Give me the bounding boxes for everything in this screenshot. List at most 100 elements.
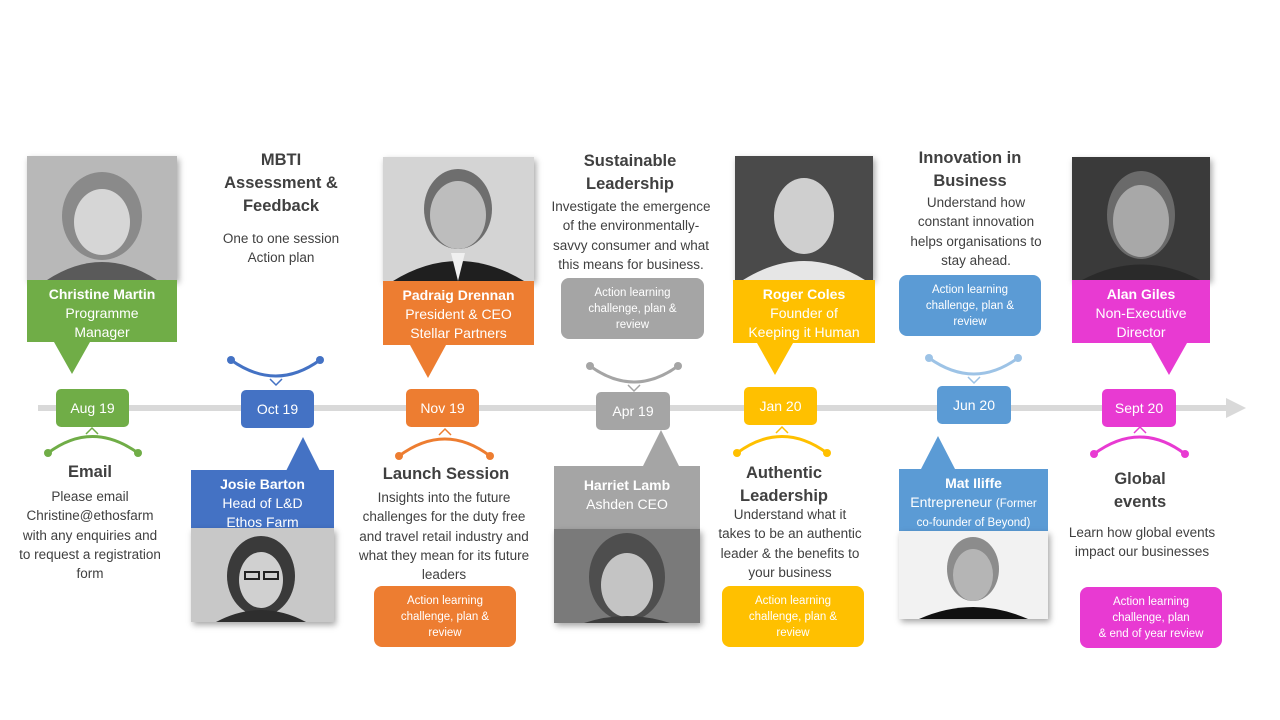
desc-line: constant innovation (917, 214, 1035, 230)
speaker-role-line: co-founder of Beyond) (916, 517, 1031, 529)
callout-pointer (286, 437, 320, 471)
event-title-authentic-leadership: Authentic Leadership (704, 462, 864, 508)
pill-line: challenge, plan & (588, 302, 677, 315)
desc-line: stay ahead. (941, 252, 1011, 268)
connector-dot-oct-left (227, 356, 235, 364)
speaker-name: Christine Martin (48, 286, 156, 302)
callout-pointer (54, 342, 90, 374)
speaker-role-line: Head of L&D (222, 495, 303, 511)
pill-line: review (615, 318, 650, 331)
speaker-role-line: Ethos Farm (226, 514, 299, 530)
speaker-role-line: Ashden CEO (586, 496, 668, 512)
connector-dot-nov-left (395, 452, 403, 460)
speaker-role-line: Director (1116, 324, 1166, 340)
speaker-name: Mat Iliffe (945, 475, 1002, 491)
connector-notch-jun (967, 376, 981, 385)
speaker-role-line: President & CEO (405, 306, 512, 322)
speaker-tag-roger-coles: Roger Coles Founder of Keeping it Human (733, 280, 875, 343)
connector-dot-apr-right (674, 362, 682, 370)
connector-notch-oct (269, 378, 283, 387)
portrait-roger-coles (735, 156, 873, 280)
connector-arc-jun (928, 356, 1019, 376)
connector-arc-apr (589, 364, 679, 384)
connector-dot-jun-right (1014, 354, 1022, 362)
pill-line: Action learning (754, 594, 832, 607)
connector-notch-jan (775, 425, 789, 434)
event-title-launch-session: Launch Session (382, 465, 510, 483)
connector-arc-nov (398, 437, 491, 458)
action-learning-pill-nov: Action learning challenge, plan & review (374, 586, 516, 647)
pill-line: challenge, plan & (748, 610, 838, 623)
event-title-sustainable-leadership: Sustainable Leadership (550, 150, 710, 196)
title-line: events (1113, 493, 1167, 511)
connector-notch-apr (627, 384, 641, 393)
speaker-role-text: Entrepreneur (910, 494, 992, 510)
pill-line: Action learning (406, 594, 484, 607)
speaker-role-line: Founder of (770, 305, 838, 321)
desc-line: this means for business. (558, 256, 704, 272)
pill-line: Action learning (594, 286, 671, 299)
event-desc-global-events: Learn how global events impact our busin… (1047, 523, 1237, 562)
connector-arc-oct (230, 358, 321, 378)
connector-dot-jun-left (925, 354, 933, 362)
connector-dot-aug-left (44, 449, 52, 457)
connector-dot-jan-left (733, 449, 741, 457)
desc-line: challenges for the duty free (362, 509, 526, 525)
date-jan-20: Jan 20 (744, 387, 817, 425)
desc-line: Understand how (926, 195, 1026, 210)
desc-line: Understand what it (733, 507, 847, 522)
event-desc-mbti: One to one session Action plan (201, 229, 361, 268)
desc-line: form (76, 566, 104, 582)
connector-notch-aug (85, 426, 99, 435)
desc-line: helps organisations to (910, 233, 1042, 249)
callout-pointer (921, 436, 955, 469)
timeline-arrowhead (1226, 398, 1246, 418)
desc-line: One to one session (222, 231, 340, 246)
title-line: Assessment & (224, 174, 338, 192)
speaker-name: Alan Giles (1106, 286, 1176, 302)
speaker-tag-padraig-drennan: Padraig Drennan President & CEO Stellar … (383, 281, 534, 345)
date-apr-19: Apr 19 (596, 392, 670, 430)
connector-arc-sept (1093, 435, 1186, 456)
speaker-tag-harriet-lamb: Harriet Lamb Ashden CEO (554, 466, 700, 529)
title-line: Authentic (745, 464, 823, 482)
callout-pointer (1151, 343, 1187, 375)
pill-line: challenge, plan & (925, 299, 1015, 312)
event-title-global-events: Global events (1070, 468, 1210, 514)
event-desc-sustainable-leadership: Investigate the emergence of the environ… (536, 197, 726, 274)
speaker-tag-christine-martin: Christine Martin Programme Manager (27, 280, 177, 342)
portrait-christine-martin (27, 156, 177, 280)
portrait-alan-giles (1072, 157, 1210, 280)
desc-line: your business (748, 564, 832, 580)
date-aug-19: Aug 19 (56, 389, 129, 427)
title-line: Leadership (585, 175, 675, 193)
speaker-name: Padraig Drennan (402, 287, 515, 303)
desc-line: and travel retail industry and (359, 528, 529, 544)
pill-line: challenge, plan & (400, 610, 490, 623)
speaker-role-line: Non-Executive (1095, 305, 1187, 321)
date-oct-19: Oct 19 (241, 390, 314, 428)
desc-line: what they mean for its future (358, 547, 530, 563)
speaker-role-line: Manager (74, 324, 130, 340)
action-learning-pill-sept: Action learning challenge, plan & end of… (1080, 587, 1222, 648)
desc-line: leaders (421, 567, 467, 583)
speaker-name: Josie Barton (220, 476, 305, 492)
speaker-role-line: Stellar Partners (410, 325, 507, 341)
date-jun-20: Jun 20 (937, 386, 1011, 424)
speaker-tag-alan-giles: Alan Giles Non-Executive Director (1072, 280, 1210, 343)
callout-pointer (757, 343, 793, 375)
connector-dot-oct-right (316, 356, 324, 364)
title-line: MBTI (260, 151, 302, 169)
portrait-mat-iliffe (899, 531, 1048, 619)
pill-line: & end of year review (1098, 627, 1204, 640)
connector-dot-sept-left (1090, 450, 1098, 458)
desc-line: leader & the benefits to (720, 545, 860, 561)
action-learning-pill-jun: Action learning challenge, plan & review (899, 275, 1041, 336)
pill-line: Action learning (931, 283, 1009, 296)
connector-dot-sept-right (1181, 450, 1189, 458)
portrait-harriet-lamb (554, 529, 700, 623)
desc-line: with any enquiries and (22, 527, 158, 543)
desc-line: impact our businesses (1074, 544, 1210, 560)
speaker-name: Harriet Lamb (583, 477, 671, 493)
speaker-role-text: (Former (995, 498, 1037, 510)
